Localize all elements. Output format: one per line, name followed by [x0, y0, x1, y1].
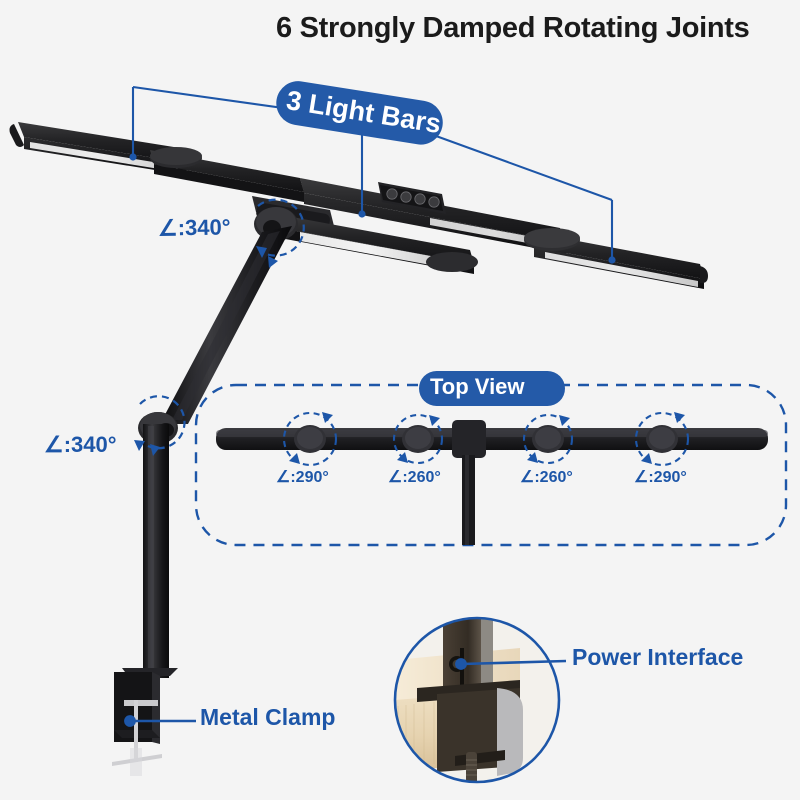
page-title: 6 Strongly Damped Rotating Joints — [276, 12, 750, 44]
top-view-lamp — [216, 411, 768, 545]
badge-top-view-label: Top View — [430, 374, 525, 399]
control-panel[interactable] — [378, 182, 446, 214]
top-view-rotation-arrows — [289, 412, 685, 464]
leader-dots — [129, 153, 616, 264]
rotation-arc-elbow — [139, 395, 186, 450]
brightness-icon — [400, 191, 412, 203]
rotation-arrow-upper — [256, 246, 278, 268]
mode-icon — [428, 196, 440, 208]
color-temp-icon — [414, 193, 426, 205]
rotation-arc-upper — [257, 198, 305, 257]
vertical-pole — [143, 424, 169, 678]
connector-bar-left — [150, 147, 304, 202]
angle-label-upper-joint: ∠:340° — [157, 214, 231, 241]
upper-arm — [160, 226, 292, 424]
badge-top-view — [419, 371, 565, 406]
badge-light-bars — [276, 81, 443, 145]
callout-label-power-interface: Power Interface — [572, 644, 744, 670]
top-view-angle-left-inner: ∠:260° — [388, 469, 441, 486]
callout-label-metal-clamp: Metal Clamp — [200, 704, 336, 730]
power-interface-inset — [393, 616, 561, 784]
callout-leader-clamp — [124, 715, 196, 727]
lamp-side-view — [9, 122, 708, 776]
top-view-center-hub — [452, 420, 486, 458]
top-view-angle-right-inner: ∠:260° — [520, 469, 573, 486]
metal-clamp — [112, 668, 178, 776]
angle-label-elbow-joint: ∠:340° — [44, 432, 117, 457]
top-view-angle-left-outer: ∠:290° — [276, 469, 329, 486]
top-view-rotation-arcs — [282, 411, 690, 467]
top-view-joints — [294, 425, 678, 453]
top-view-panel — [194, 383, 788, 547]
light-bar-middle — [276, 214, 478, 274]
callout-leader-power — [455, 658, 567, 670]
control-buttons — [386, 188, 440, 208]
power-icon — [386, 188, 398, 200]
top-view-angle-right-outer: ∠:290° — [634, 469, 687, 486]
rotation-arrow-elbow — [134, 440, 160, 456]
